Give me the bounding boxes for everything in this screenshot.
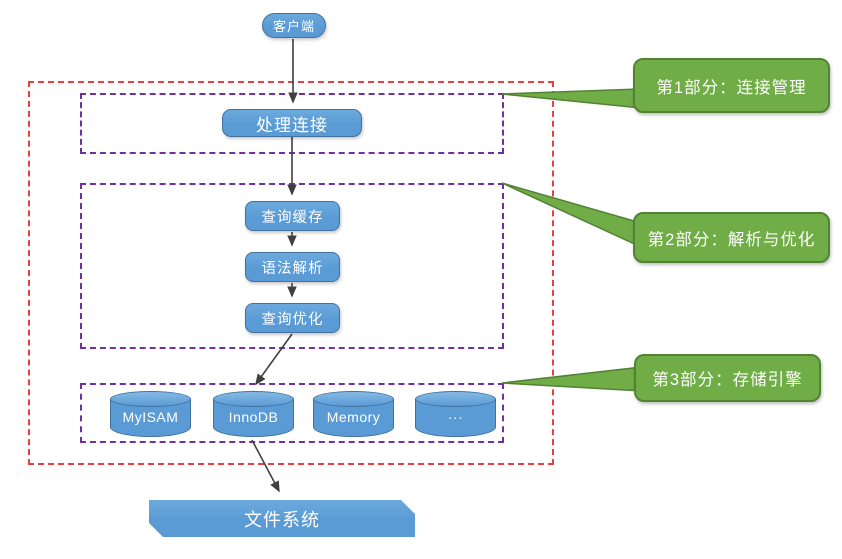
callout-part1-connection-management: 第1部分：连接管理 xyxy=(633,58,830,113)
callout-part3-storage-engines: 第3部分：存储引擎 xyxy=(634,354,821,402)
callout-tail-part1 xyxy=(501,88,642,109)
region-storage-engines xyxy=(80,383,504,443)
callout-tail-part3 xyxy=(501,366,643,392)
node-handle-connection: 处理连接 xyxy=(222,109,362,137)
node-query-optimize: 查询优化 xyxy=(245,303,340,333)
callout-part2-parse-and-optimize: 第2部分：解析与优化 xyxy=(633,212,830,263)
engine-myisam: MyISAM xyxy=(110,391,191,437)
node-query-cache: 查询缓存 xyxy=(245,201,340,231)
server-boundary-box xyxy=(28,81,554,465)
arrow-innodb-to-file-system xyxy=(251,439,280,493)
engine-others: ··· xyxy=(415,391,496,437)
engine-innodb: InnoDB xyxy=(213,391,294,437)
database-cylinder-icon xyxy=(110,399,191,437)
engine-label: ··· xyxy=(447,409,464,425)
engine-label: Memory xyxy=(326,409,381,425)
callout-tail-part2 xyxy=(501,182,642,249)
engine-label: InnoDB xyxy=(228,409,279,425)
node-syntax-parse: 语法解析 xyxy=(245,252,340,282)
cylinder-top-ellipse xyxy=(313,391,394,407)
arrow-query-optimize-to-innodb xyxy=(255,333,293,386)
node-client: 客户端 xyxy=(262,13,326,38)
cylinder-top-ellipse xyxy=(213,391,294,407)
engine-label: MyISAM xyxy=(122,409,179,425)
node-file-system: 文件系统 xyxy=(149,500,415,537)
cylinder-top-ellipse xyxy=(415,391,496,407)
engine-memory: Memory xyxy=(313,391,394,437)
cylinder-top-ellipse xyxy=(110,391,191,407)
